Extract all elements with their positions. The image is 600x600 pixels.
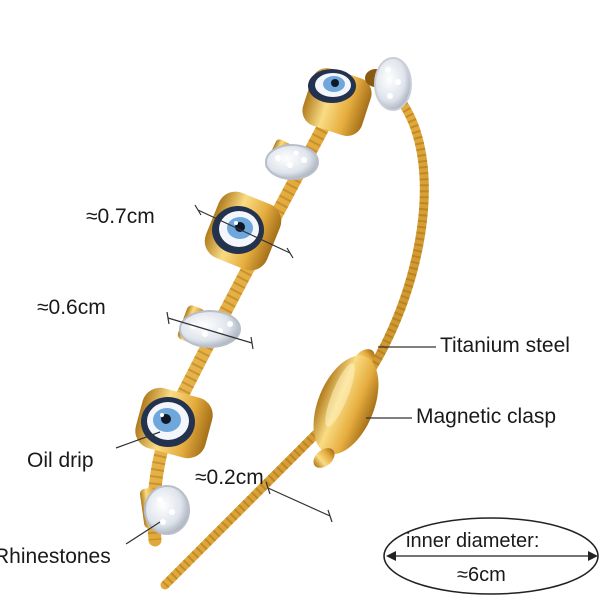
clasp-label: Magnetic clasp: [416, 405, 557, 428]
rhinestone-ring-upper: [265, 139, 319, 180]
leader-rhinestones: [125, 521, 161, 545]
ring-size-label: ≈0.6cm: [37, 296, 106, 319]
bangle-wire-inner-twist: [147, 101, 341, 541]
measure-gap: [265, 481, 333, 523]
measure-ring: [166, 311, 254, 350]
leader-oil-drip: [115, 431, 161, 449]
rhinestone-ring-top: [374, 57, 412, 111]
rhinestones-label: Rhinestones: [0, 545, 111, 568]
eye-size-label: ≈0.7cm: [86, 205, 155, 228]
magnetic-clasp: [313, 349, 379, 468]
evil-eye-bead-lower: [135, 387, 213, 459]
rhinestone-ring-middle: [177, 305, 241, 348]
measure-eye: [194, 204, 294, 259]
inner-diameter-title: inner diameter:: [406, 530, 540, 552]
material-label: Titanium steel: [440, 334, 570, 357]
evil-eye-bead-top: [302, 68, 387, 136]
rhinestone-ring-lower: [139, 485, 190, 535]
inner-diameter-callout: [383, 517, 599, 595]
oil-drip-label: Oil drip: [27, 449, 94, 472]
inner-diameter-value: ≈6cm: [457, 564, 506, 586]
gap-size-label: ≈0.2cm: [195, 466, 264, 489]
